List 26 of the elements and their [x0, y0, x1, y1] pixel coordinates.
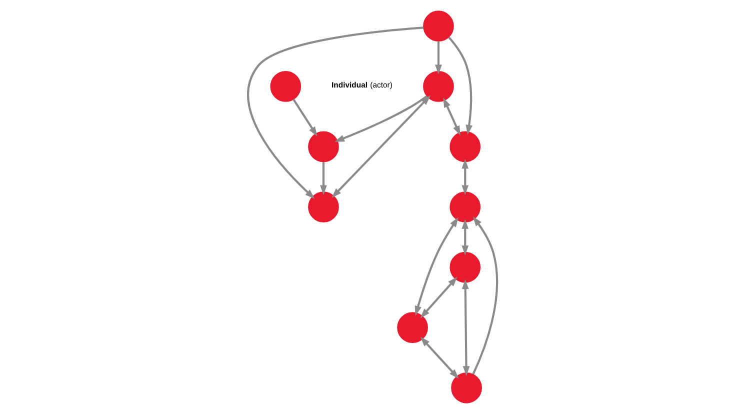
arrow: [461, 279, 470, 376]
node-circle: [422, 10, 454, 42]
arrow: [292, 98, 317, 136]
node-circle: [308, 131, 338, 162]
node-circle: [396, 312, 428, 344]
arrow: [331, 95, 430, 198]
arrow: [420, 276, 457, 318]
node-circle: [450, 372, 482, 404]
node-circle: [449, 252, 480, 283]
arrow: [420, 336, 458, 379]
node-circle: [449, 131, 480, 162]
node-circle: [308, 192, 338, 222]
arrow: [246, 26, 424, 199]
arrow: [461, 219, 468, 256]
arrow: [414, 217, 458, 316]
arrow: [472, 216, 498, 375]
arrow: [320, 162, 326, 196]
arrow: [334, 95, 427, 142]
node-label: Individual (actor): [331, 80, 392, 90]
arrow: [442, 98, 460, 136]
node-circle: [422, 70, 454, 102]
arrow: [448, 36, 472, 135]
arrow: [434, 41, 442, 74]
node-circle: [270, 70, 301, 102]
arrow: [461, 158, 468, 196]
node-circle: [449, 192, 480, 222]
